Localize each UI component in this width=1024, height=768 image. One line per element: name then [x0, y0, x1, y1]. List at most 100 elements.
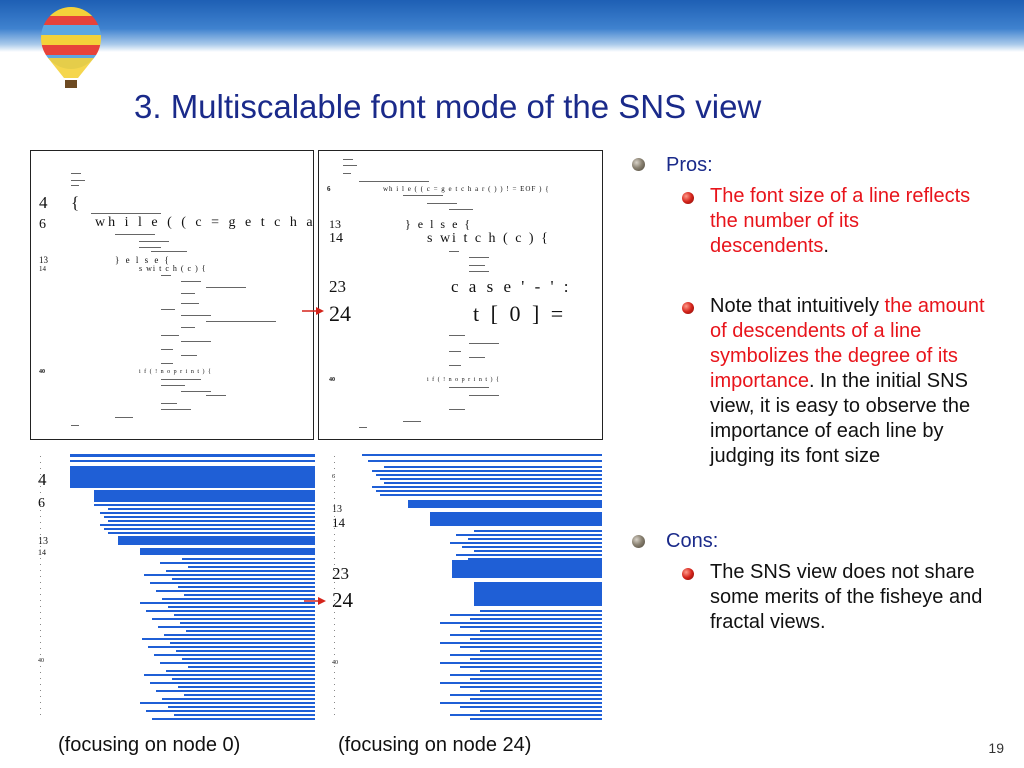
line-number: 40: [39, 369, 45, 375]
sns-bar: [460, 666, 602, 668]
tiny-code-line: [181, 315, 211, 316]
sns-bar: [178, 586, 315, 588]
tiny-code-line: [181, 341, 211, 342]
sns-bar-view-node24: 6 13 14 23 24 40: [330, 452, 602, 722]
sns-bar: [440, 662, 602, 664]
tiny-code-line: [403, 421, 421, 422]
sns-bar: [474, 582, 602, 606]
sns-bar: [170, 642, 315, 644]
page-number: 19: [988, 740, 1004, 756]
sns-bar: [182, 558, 315, 560]
sns-bar-view-node0: 4 6 13 14 40: [30, 452, 315, 722]
sns-bar: [376, 474, 602, 476]
line-marker: [40, 672, 41, 673]
sns-bar: [108, 520, 315, 522]
sns-bar: [70, 460, 315, 462]
line-marker: [334, 630, 335, 631]
line-marker: [334, 546, 335, 547]
tiny-code-line: [71, 173, 81, 174]
line-marker: [40, 708, 41, 709]
tiny-code-line: [181, 303, 199, 304]
line-marker: [40, 690, 41, 691]
sns-bar: [460, 626, 602, 628]
code-line: c a s e ' - ' :: [451, 277, 572, 296]
line-marker: [40, 696, 41, 697]
sns-bar: [178, 686, 315, 688]
pros-item-2-start: Note that intuitively: [710, 295, 885, 317]
line-marker: [40, 642, 41, 643]
tiny-code-line: [161, 379, 201, 380]
line-marker: [334, 468, 335, 469]
bullet-icon: [682, 568, 694, 580]
line-marker: [334, 510, 335, 511]
sns-bar: [140, 702, 315, 704]
sns-bar: [188, 666, 315, 668]
line-marker: [40, 600, 41, 601]
sns-bar: [440, 702, 602, 704]
sns-bar: [408, 500, 602, 508]
line-number: 23: [332, 564, 349, 583]
line-marker: [40, 612, 41, 613]
code-line: i f ( ! n o p r i n t ) {: [427, 377, 500, 383]
tiny-code-line: [469, 257, 489, 258]
tiny-code-line: [181, 391, 211, 392]
tiny-code-line: [115, 417, 133, 418]
line-marker: [334, 570, 335, 571]
line-marker: [334, 522, 335, 523]
sns-bar: [480, 630, 602, 632]
sns-bar: [480, 670, 602, 672]
line-marker: [40, 588, 41, 589]
line-marker: [334, 618, 335, 619]
sns-bar: [474, 530, 602, 532]
line-marker: [334, 480, 335, 481]
line-marker: [334, 552, 335, 553]
line-marker: [40, 648, 41, 649]
pros-item-2: Note that intuitively the amount of desc…: [710, 294, 990, 469]
line-marker: [334, 534, 335, 535]
sns-bar: [384, 466, 602, 468]
tiny-code-line: [161, 309, 175, 310]
line-marker: [40, 534, 41, 535]
code-line: wh i l e ( ( c = g e t c h a r ( ) ) ! =: [95, 215, 313, 230]
sns-bar: [140, 548, 315, 555]
code-line: } e l s e {: [115, 255, 171, 265]
tiny-code-line: [151, 251, 187, 252]
line-marker: [334, 486, 335, 487]
sns-bar: [172, 678, 315, 680]
line-number: 4: [38, 470, 47, 489]
sns-bar: [94, 504, 315, 506]
sns-bar: [188, 566, 315, 568]
tiny-code-line: [449, 335, 465, 336]
sns-bar: [380, 478, 602, 480]
sns-bar: [362, 454, 602, 456]
sns-bar: [150, 582, 315, 584]
line-marker: [40, 462, 41, 463]
sns-bar: [184, 694, 315, 696]
code-line: t [ 0 ] =: [473, 301, 567, 326]
sns-bar: [104, 516, 315, 518]
sns-bar: [460, 686, 602, 688]
sns-bar: [140, 602, 315, 604]
sns-bar: [468, 558, 602, 560]
line-number: 40: [329, 377, 335, 383]
bullet-icon: [632, 535, 645, 548]
tiny-code-line: [161, 363, 173, 364]
code-line: i f ( ! n o p r i n t ) {: [139, 369, 212, 375]
line-marker: [40, 630, 41, 631]
sns-bar: [154, 654, 315, 656]
line-marker: [334, 702, 335, 703]
sns-bar: [150, 682, 315, 684]
line-marker: [40, 702, 41, 703]
sns-bar: [440, 642, 602, 644]
line-marker: [334, 558, 335, 559]
pros-item-1: The font size of a line reflects the num…: [710, 184, 980, 259]
line-marker: [40, 618, 41, 619]
line-marker: [40, 684, 41, 685]
line-marker: [40, 660, 41, 661]
tiny-code-line: [427, 203, 457, 204]
sns-bar: [162, 698, 315, 700]
sns-code-panel-node0: 4 { 6 wh i l e ( ( c = g e t c h a r ( )…: [30, 150, 314, 440]
line-marker: [40, 654, 41, 655]
tiny-code-line: [139, 241, 169, 242]
line-marker: [40, 624, 41, 625]
